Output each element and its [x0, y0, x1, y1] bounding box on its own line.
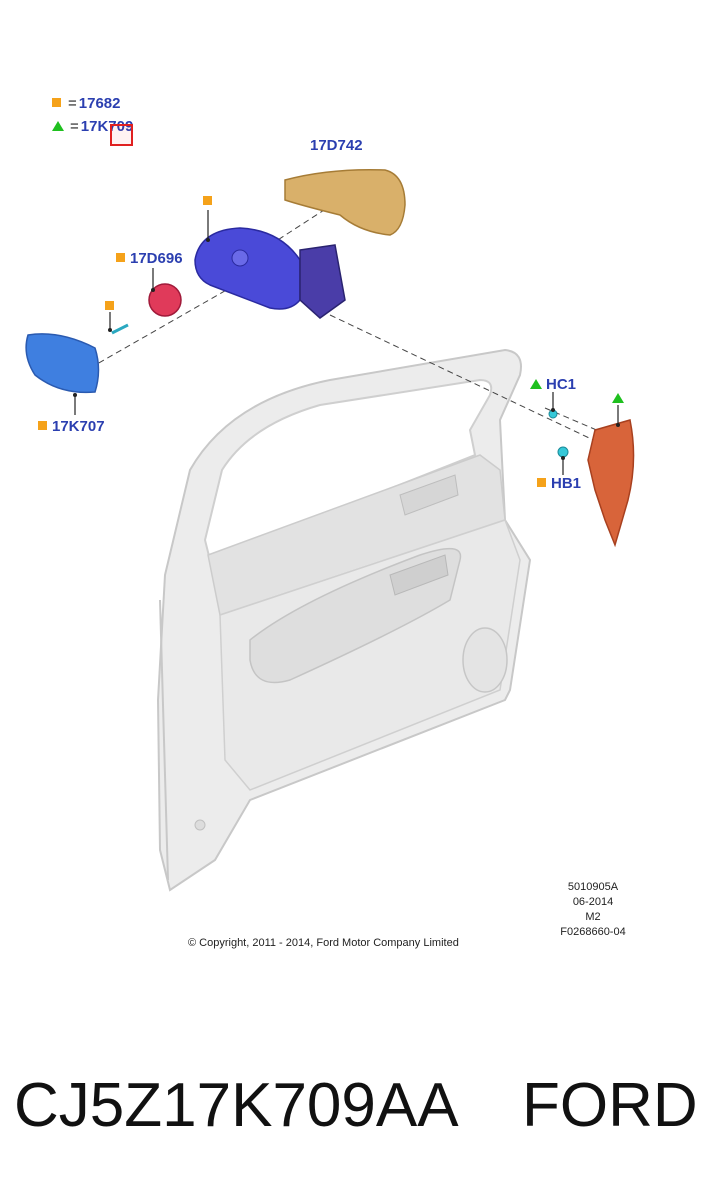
label-clip-hb: HB1	[537, 476, 581, 491]
mirror-glass	[25, 333, 100, 394]
label-motor: 17D696	[116, 251, 183, 266]
screw	[111, 323, 129, 335]
mirror-housing	[194, 227, 346, 319]
square-icon	[52, 98, 61, 107]
mirror-trim	[587, 419, 635, 548]
triangle-icon	[52, 121, 64, 131]
door-body	[156, 348, 532, 892]
label-clip-hc: HC1	[530, 377, 576, 392]
square-marker-screw	[105, 301, 114, 310]
highlight-box	[110, 124, 133, 146]
leader-dots	[73, 238, 620, 460]
meta-model: M2	[585, 911, 601, 923]
square-marker-housing	[203, 196, 212, 205]
drawing-meta: 5010905A 06-2014 M2 F0268660-04	[548, 880, 638, 940]
mirror-cover	[284, 168, 406, 236]
copyright-text: © Copyright, 2011 - 2014, Ford Motor Com…	[188, 937, 459, 949]
legend-triangle: =17K709	[52, 119, 133, 134]
label-glass: 17K707	[38, 419, 105, 434]
meta-code: 5010905A	[567, 881, 619, 893]
label-cover: 17D742	[310, 137, 363, 154]
square-icon	[38, 421, 47, 430]
legend-triangle-part: 17K709	[80, 118, 134, 135]
meta-date: 06-2014	[572, 896, 614, 908]
footer-part-number: CJ5Z17K709AA	[14, 1071, 459, 1140]
triangle-icon	[530, 379, 542, 389]
square-icon	[537, 478, 546, 487]
footer-brand: FORD	[522, 1071, 698, 1140]
triangle-marker-trim	[612, 393, 624, 403]
square-icon	[116, 253, 125, 262]
legend-square-part: 17682	[78, 95, 121, 112]
mirror-motor	[148, 283, 182, 317]
clip-hb1	[557, 446, 569, 458]
meta-ref: F0268660-04	[560, 926, 626, 938]
legend-square: =17682	[52, 96, 120, 111]
leader-lines	[74, 210, 619, 475]
